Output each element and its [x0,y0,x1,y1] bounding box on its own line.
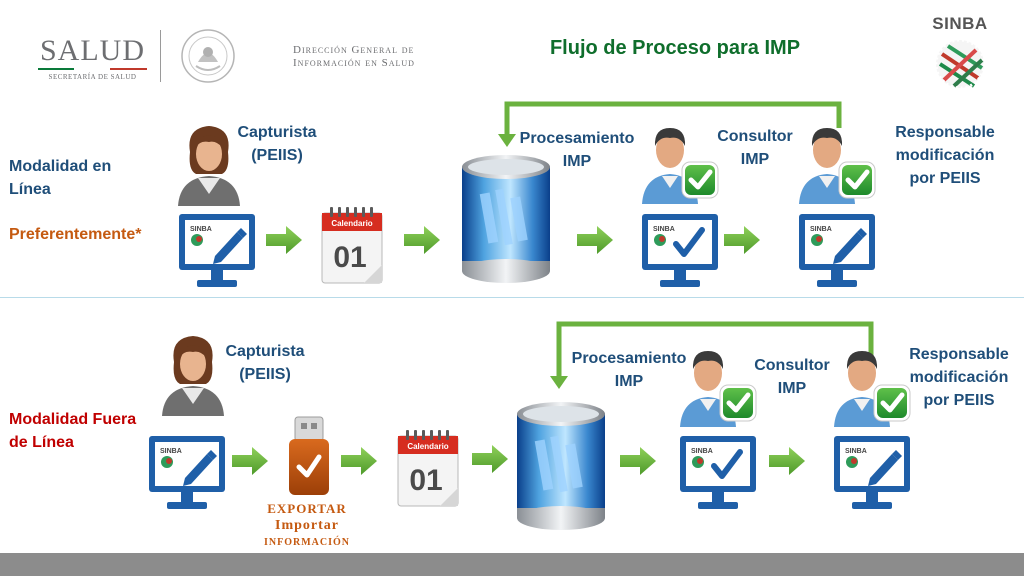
offline-procesamiento-line1: Procesamiento [571,350,687,367]
online-capturista-person-icon [176,122,242,206]
online-mode-line1: Modalidad en [9,158,112,175]
offline-consultor-line2: IMP [777,380,807,397]
online-procesamiento-line1: Procesamiento [519,130,635,147]
online-arrow-4-icon [724,226,760,254]
offline-procesamiento-label: Procesamiento IMP [560,347,698,393]
online-capturista-line1: Capturista [237,124,317,141]
sinba-globe-icon [934,38,986,90]
offline-mode-label: Modalidad Fuera de Línea [9,408,169,454]
online-arrow-2-icon [404,226,440,254]
offline-responsable-line2: modificación [909,369,1009,386]
footer-bar [0,553,1024,576]
offline-responsable-line3: por PEIIS [923,392,995,409]
svg-text:SINBA: SINBA [845,448,867,455]
online-consultor-person-icon [640,120,720,204]
preferente-label: Preferentemente* [9,226,142,243]
offline-consultor-person-icon [678,343,758,427]
online-consultor-monitor-icon: SINBA [640,212,720,290]
svg-text:SINBA: SINBA [160,448,182,455]
offline-consultor-label: Consultor IMP [742,354,842,400]
online-responsable-line1: Responsable [895,124,995,141]
salud-wordmark: SALUD [39,34,145,67]
dgis-line2: Información en Salud [293,57,415,69]
offline-consultor-monitor-icon: SINBA [678,434,758,512]
online-consultor-label: Consultor IMP [705,125,805,171]
page-title: Flujo de Proceso para IMP [549,37,801,59]
online-consultor-line1: Consultor [717,128,793,145]
svg-text:SINBA: SINBA [653,226,675,233]
offline-arrow-5-icon [769,447,805,475]
online-responsable-monitor-icon: SINBA [797,212,877,290]
svg-text:SINBA: SINBA [190,226,212,233]
offline-capturista-person-icon [160,332,226,416]
online-database-icon [458,153,554,285]
online-consultor-line2: IMP [740,151,770,168]
offline-mode-line1: Modalidad Fuera [9,411,137,428]
online-responsable-person-icon [797,120,877,204]
offline-arrow-4-icon [620,447,656,475]
secretaria-text: SECRETARÍA DE SALUD [48,73,137,81]
offline-feedback-arrow [550,321,874,389]
online-procesamiento-line2: IMP [562,153,592,170]
offline-capturista-label: Capturista (PEIIS) [210,340,320,386]
usb-icon [285,415,333,497]
exportar-text: EXPORTAR [267,501,347,516]
online-responsable-line3: por PEIIS [909,170,981,187]
online-capturista-line2: (PEIIS) [251,147,303,164]
offline-responsable-monitor-icon: SINBA [832,434,912,512]
svg-text:Calendario: Calendario [407,442,448,451]
dgis-line1: Dirección General de [293,44,415,56]
offline-mode-line2: de Línea [9,434,74,451]
offline-capturista-line2: (PEIIS) [239,366,291,383]
offline-calendar-icon: Calendario 01 [396,428,462,508]
offline-arrow-2-icon [341,447,377,475]
svg-text:Calendario: Calendario [331,219,372,228]
offline-procesamiento-line2: IMP [614,373,644,390]
online-arrow-1-icon [266,226,302,254]
online-calendar-icon: Calendario 01 [320,205,386,285]
offline-responsable-label: Responsable modificación por PEIIS [894,343,1024,412]
online-feedback-arrow [498,101,842,147]
svg-text:SINBA: SINBA [810,226,832,233]
online-arrow-3-icon [577,226,613,254]
flag-stripe [38,68,147,70]
online-responsable-line2: modificación [895,147,995,164]
offline-consultor-line1: Consultor [754,357,830,374]
offline-arrow-3-icon [472,445,508,473]
offline-responsable-person-icon [832,343,912,427]
svg-text:01: 01 [409,464,442,497]
importar-text: Importar [275,518,339,533]
section-divider [0,297,1024,298]
online-capturista-monitor-icon: SINBA [177,212,257,290]
header-separator [160,30,161,82]
salud-logo: SALUD SECRETARÍA DE SALUD [30,34,155,81]
sinba-logo: SINBA [926,14,994,94]
coat-of-arms-seal [180,28,236,84]
dgis-text: Dirección General de Información en Salu… [293,44,443,70]
svg-text:SINBA: SINBA [691,448,713,455]
sinba-wordmark: SINBA [932,14,988,33]
informacion-text: INFORMACIÓN [264,537,350,548]
online-procesamiento-label: Procesamiento IMP [508,127,646,173]
offline-capturista-monitor-icon: SINBA [147,434,227,512]
offline-database-icon [513,400,609,532]
export-import-label: EXPORTAR Importar INFORMACIÓN [254,500,360,551]
online-mode-label: Modalidad en Línea [9,155,149,201]
svg-text:01: 01 [333,241,366,274]
offline-capturista-line1: Capturista [225,343,305,360]
offline-responsable-line1: Responsable [909,346,1009,363]
online-mode-line2: Línea [9,181,51,198]
online-responsable-label: Responsable modificación por PEIIS [880,121,1010,190]
offline-arrow-1-icon [232,447,268,475]
online-capturista-label: Capturista (PEIIS) [222,121,332,167]
